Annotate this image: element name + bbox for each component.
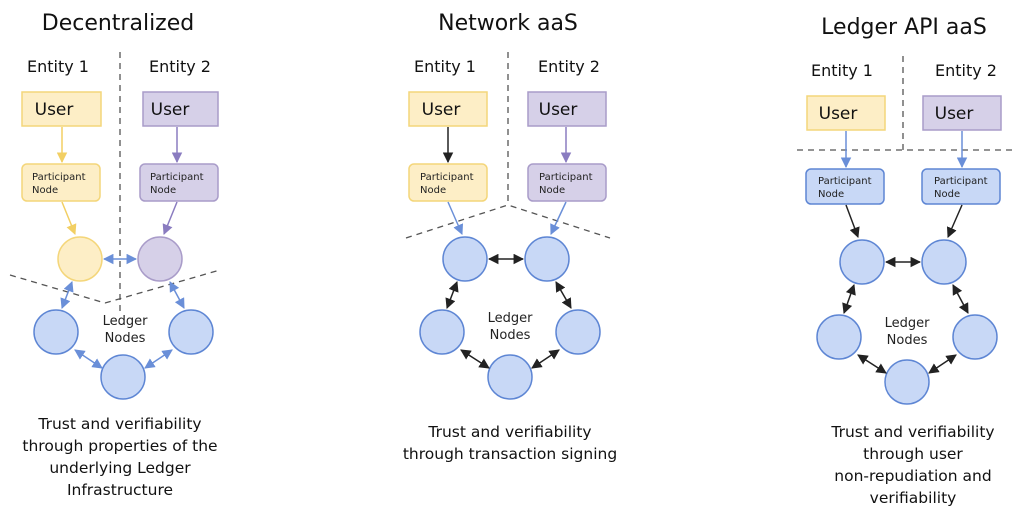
user-label: User: [819, 104, 858, 124]
participant-node-label: Node: [539, 185, 565, 196]
caption-line: Trust and verifiability: [37, 415, 201, 433]
participant-node-label: Participant: [150, 172, 204, 183]
caption-line: underlying Ledger: [49, 459, 191, 477]
ledger-node-entity-2: [137, 236, 183, 282]
user-label: User: [151, 100, 190, 120]
panel-title: Decentralized: [42, 11, 194, 36]
panel-title: Ledger API aaS: [821, 15, 987, 40]
ledger-node: [816, 314, 862, 360]
panel-decentralized: Decentralized Entity 1 Entity 2 User Use…: [9, 11, 221, 499]
user-box-entity-2: [142, 91, 219, 127]
participant-node-label: Participant: [420, 172, 474, 183]
participant-node-entity-2: [527, 163, 607, 202]
participant-node-label: Participant: [539, 172, 593, 183]
participant-node-label: Node: [818, 189, 844, 200]
ledger-nodes-label: Ledger: [885, 316, 931, 331]
ledger-node: [168, 309, 214, 355]
participant-node-label: Node: [420, 185, 446, 196]
participant-node-label: Node: [150, 185, 176, 196]
ledger-link: [952, 284, 969, 314]
ledger-link: [144, 349, 173, 369]
ledger-node-entity-1: [57, 236, 103, 282]
user-box-entity-2: [527, 91, 607, 127]
ledger-node: [921, 239, 967, 285]
arrow-node-to-ledger: [946, 204, 963, 238]
caption-line: Trust and verifiability: [830, 423, 994, 441]
panel-ledger-api-aas: Ledger API aaS Entity 1 Entity 2 User Us…: [797, 15, 1015, 507]
ledger-link: [169, 281, 185, 309]
ledger-link: [445, 281, 459, 309]
ledger-node: [524, 236, 570, 282]
participant-node-entity-1: [408, 163, 488, 202]
entity-1-label: Entity 1: [27, 57, 89, 76]
ledger-node: [884, 359, 930, 405]
entity-2-label: Entity 2: [149, 57, 211, 76]
participant-node-label: Node: [32, 185, 58, 196]
user-box-entity-1: [408, 91, 488, 127]
user-box-entity-2: [922, 95, 1002, 131]
ledger-link: [460, 349, 490, 369]
participant-node-label: Node: [934, 189, 960, 200]
caption-line: Infrastructure: [67, 481, 173, 499]
ledger-node: [419, 309, 465, 355]
arrow-node-to-ledger: [162, 201, 178, 235]
ledger-link: [531, 349, 560, 369]
ledger-nodes-label: Nodes: [887, 333, 928, 348]
user-label: User: [935, 104, 974, 124]
entity-1-label: Entity 1: [811, 61, 873, 80]
user-label: User: [422, 100, 461, 120]
ledger-link: [555, 281, 572, 309]
caption-line: through properties of the: [22, 437, 217, 455]
caption-line: non-repudiation and: [834, 467, 991, 485]
ledger-node: [555, 309, 601, 355]
entity-2-label: Entity 2: [538, 57, 600, 76]
ledger-nodes-label: Ledger: [488, 311, 534, 326]
participant-node-entity-1: [21, 163, 101, 202]
ledger-link: [60, 281, 74, 309]
ledger-node: [100, 354, 146, 400]
trust-boundary: [405, 204, 611, 239]
caption-line: Trust and verifiability: [427, 423, 591, 441]
entity-2-label: Entity 2: [935, 61, 997, 80]
entity-1-label: Entity 1: [414, 57, 476, 76]
ledger-node: [952, 314, 998, 360]
ledger-node: [33, 309, 79, 355]
panel-title: Network aaS: [438, 11, 578, 36]
participant-node-entity-1: [805, 168, 885, 205]
ledger-node: [839, 239, 885, 285]
ledger-nodes-label: Nodes: [490, 328, 531, 343]
participant-node-entity-2: [139, 163, 219, 202]
user-label: User: [35, 100, 74, 120]
ledger-link: [857, 354, 887, 374]
ledger-link: [842, 284, 856, 314]
ledger-link: [928, 354, 957, 374]
panel-network-aas: Network aaS Entity 1 Entity 2 User User …: [403, 11, 617, 463]
caption-line: through transaction signing: [403, 445, 617, 463]
arrow-node-to-ledger: [845, 204, 860, 238]
caption-line: verifiability: [870, 489, 957, 507]
ledger-nodes-label: Ledger: [103, 314, 149, 329]
arrow-node-to-ledger: [447, 201, 464, 235]
user-box-entity-1: [806, 95, 886, 131]
arrow-node-to-ledger: [550, 201, 567, 235]
ledger-node: [442, 236, 488, 282]
trust-boundary: [9, 269, 221, 304]
participant-node-label: Participant: [32, 172, 86, 183]
arrow-node-to-ledger: [61, 201, 77, 235]
participant-node-label: Participant: [934, 176, 988, 187]
ledger-nodes-label: Nodes: [105, 331, 146, 346]
caption-line: through user: [863, 445, 963, 463]
ledger-node: [487, 354, 533, 400]
user-label: User: [539, 100, 578, 120]
ledger-link: [74, 349, 103, 369]
participant-node-entity-2: [921, 168, 1001, 205]
participant-node-label: Participant: [818, 176, 872, 187]
user-box-entity-1: [21, 91, 102, 127]
